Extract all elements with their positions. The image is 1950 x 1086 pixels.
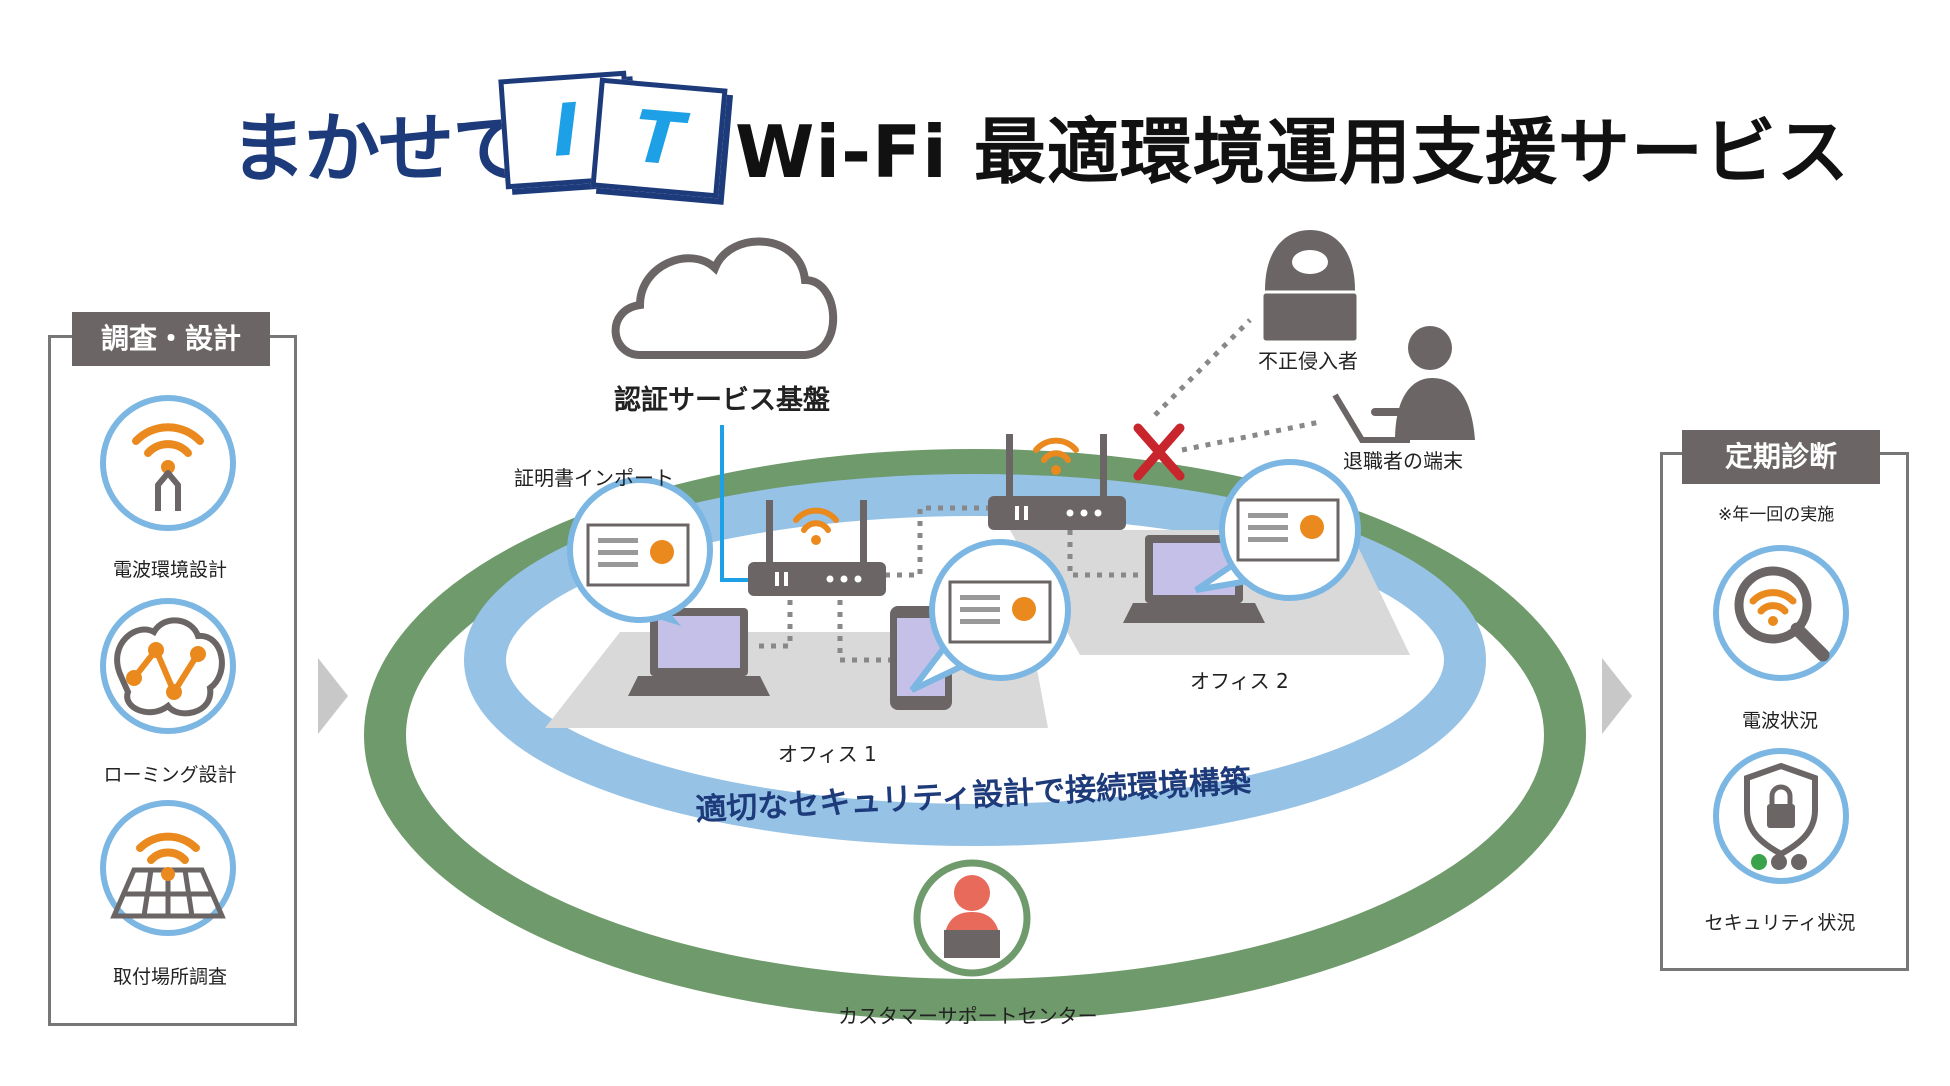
survey-design-heading: 調査・設計 <box>72 312 270 366</box>
office1-label: オフィス 1 <box>778 742 877 766</box>
outer-green-ring <box>364 449 1586 1021</box>
cloud-label: 認証サービス基盤 <box>614 385 830 416</box>
former-employee-label: 退職者の端末 <box>1343 449 1463 473</box>
roaming-graph-icon <box>100 598 236 734</box>
antenna-wifi-icon <box>100 395 236 531</box>
customer-support-icon <box>913 859 1031 977</box>
support-center-label: カスタマーサポートセンター <box>838 1004 1098 1028</box>
security-shield-icon <box>1713 748 1849 884</box>
dotted-links <box>752 318 1321 663</box>
left-item-label-1: 電波環境設計 <box>112 559 227 581</box>
former-employee-icon <box>1332 326 1475 443</box>
periodic-check-heading: 定期診断 <box>1682 430 1880 484</box>
router-1-icon <box>748 500 886 596</box>
auth-link-line <box>720 425 752 582</box>
office2-label: オフィス 2 <box>1190 669 1289 693</box>
annual-note: ※年一回の実施 <box>1718 505 1835 525</box>
cert-import-label: 証明書インポート <box>514 466 674 490</box>
page-title: Wi-Fi 最適環境運用支援サービス <box>735 110 1850 194</box>
logo-text: まかせて <box>230 104 528 193</box>
right-item-label-1: 電波状況 <box>1741 710 1818 732</box>
laptop-office1-icon <box>628 608 770 696</box>
certificate-bubble-2 <box>909 539 1071 693</box>
floor-survey-icon <box>100 800 236 936</box>
periodic-check-panel <box>1660 452 1909 971</box>
intruder-label: 不正侵入者 <box>1258 349 1358 373</box>
left-item-label-2: ローミング設計 <box>103 764 237 786</box>
certificate-bubble-3 <box>1194 459 1361 601</box>
block-cross-icon <box>1133 423 1185 481</box>
right-arrow-left <box>318 658 348 734</box>
router-2-icon <box>988 434 1126 530</box>
intruder-icon <box>1260 230 1360 344</box>
right-arrow-right <box>1602 658 1632 734</box>
wifi-magnifier-icon <box>1713 545 1849 681</box>
cloud-icon <box>611 237 838 359</box>
left-item-label-3: 取付場所調査 <box>112 966 227 988</box>
certificate-bubble-1 <box>567 477 713 627</box>
inner-blue-ring <box>464 474 1486 846</box>
right-item-label-2: セキュリティ状況 <box>1704 912 1856 934</box>
